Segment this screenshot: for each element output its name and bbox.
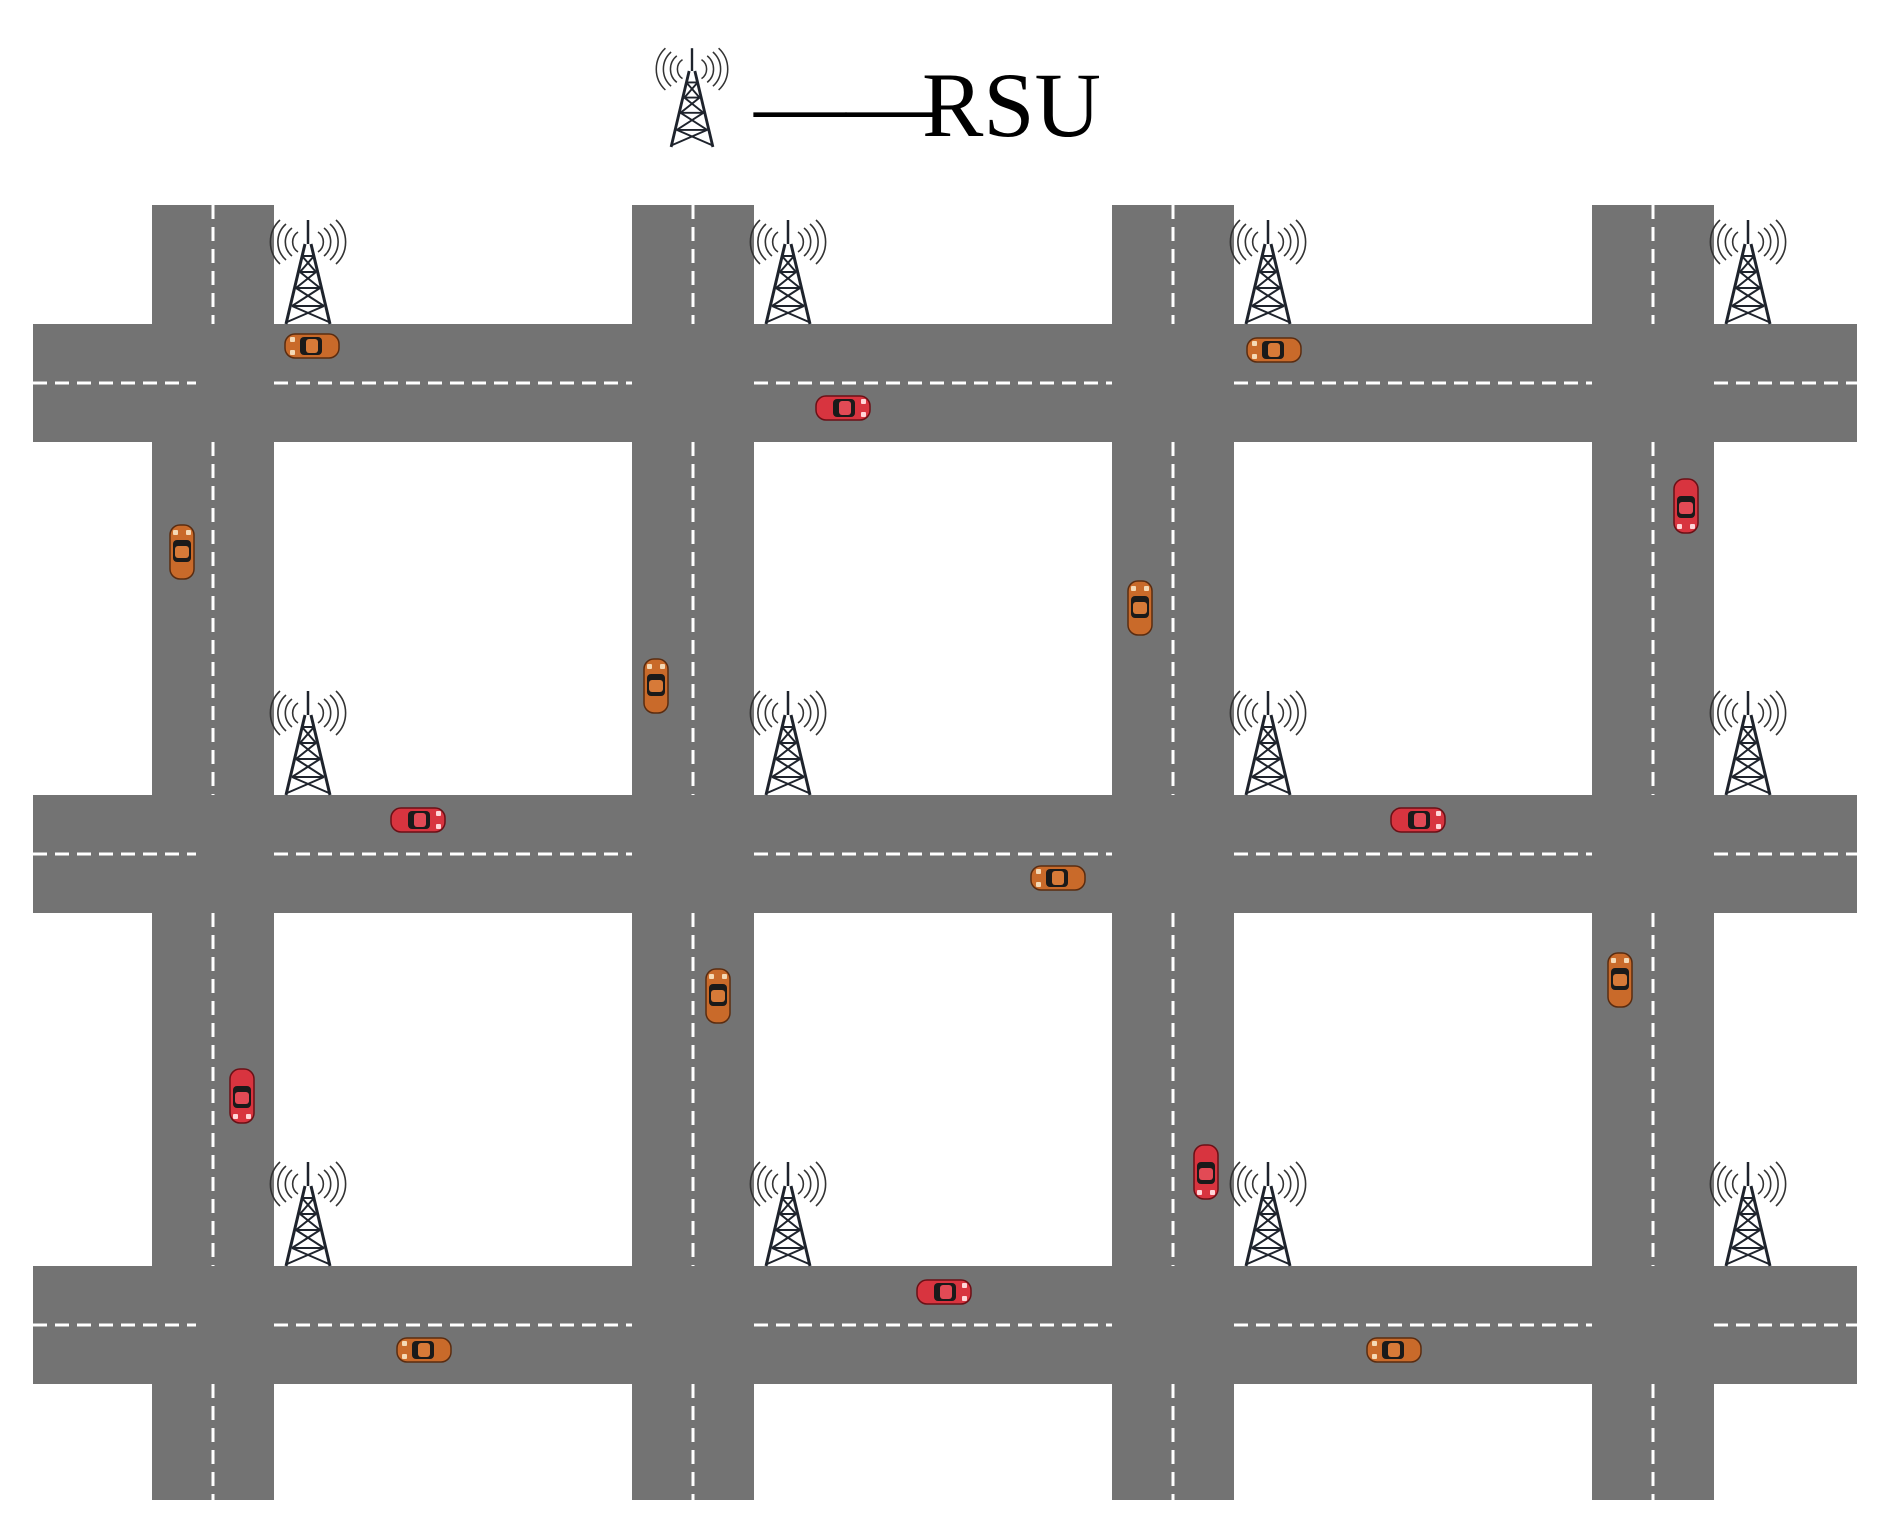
orange-car-icon bbox=[396, 1337, 452, 1363]
orange-car-icon bbox=[1030, 865, 1086, 891]
orange-car-icon bbox=[706, 969, 730, 1023]
rsu-tower-icon bbox=[748, 218, 828, 326]
legend: —— RSU bbox=[654, 46, 1101, 156]
orange-car-icon bbox=[170, 525, 194, 579]
red-car-icon bbox=[815, 395, 871, 421]
red-car-icon bbox=[1194, 1145, 1218, 1199]
red-car-icon bbox=[390, 807, 446, 833]
lane-markings bbox=[33, 205, 1857, 1500]
vertical-road-2 bbox=[632, 205, 754, 1500]
rsu-tower-icon bbox=[1708, 689, 1788, 797]
orange-car-icon bbox=[1128, 581, 1152, 635]
rsu-tower-icon bbox=[268, 218, 348, 326]
orange-car-icon bbox=[284, 333, 340, 359]
red-car-icon bbox=[1390, 807, 1446, 833]
orange-car-icon bbox=[1246, 337, 1302, 363]
rsu-tower-icon bbox=[1228, 689, 1308, 797]
orange-car-icon bbox=[1366, 1337, 1422, 1363]
rsu-tower-icon bbox=[1708, 218, 1788, 326]
rsu-tower-icon bbox=[1228, 1160, 1308, 1268]
red-car-icon bbox=[916, 1279, 972, 1305]
vertical-road-3 bbox=[1112, 205, 1234, 1500]
rsu-tower-icon bbox=[1228, 218, 1308, 326]
red-car-icon bbox=[230, 1069, 254, 1123]
orange-car-icon bbox=[1608, 953, 1632, 1007]
legend-label: RSU bbox=[922, 54, 1101, 156]
legend-dash: —— bbox=[753, 54, 939, 156]
red-car-icon bbox=[1674, 479, 1698, 533]
rsu-tower-icon bbox=[748, 689, 828, 797]
rsu-tower-icon bbox=[748, 1160, 828, 1268]
vertical-road-4 bbox=[1592, 205, 1714, 1500]
rsu-tower-icon bbox=[268, 1160, 348, 1268]
orange-car-icon bbox=[644, 659, 668, 713]
legend-rsu-tower-icon bbox=[654, 46, 730, 149]
rsu-tower-icon bbox=[268, 689, 348, 797]
rsu-tower-icon bbox=[1708, 1160, 1788, 1268]
